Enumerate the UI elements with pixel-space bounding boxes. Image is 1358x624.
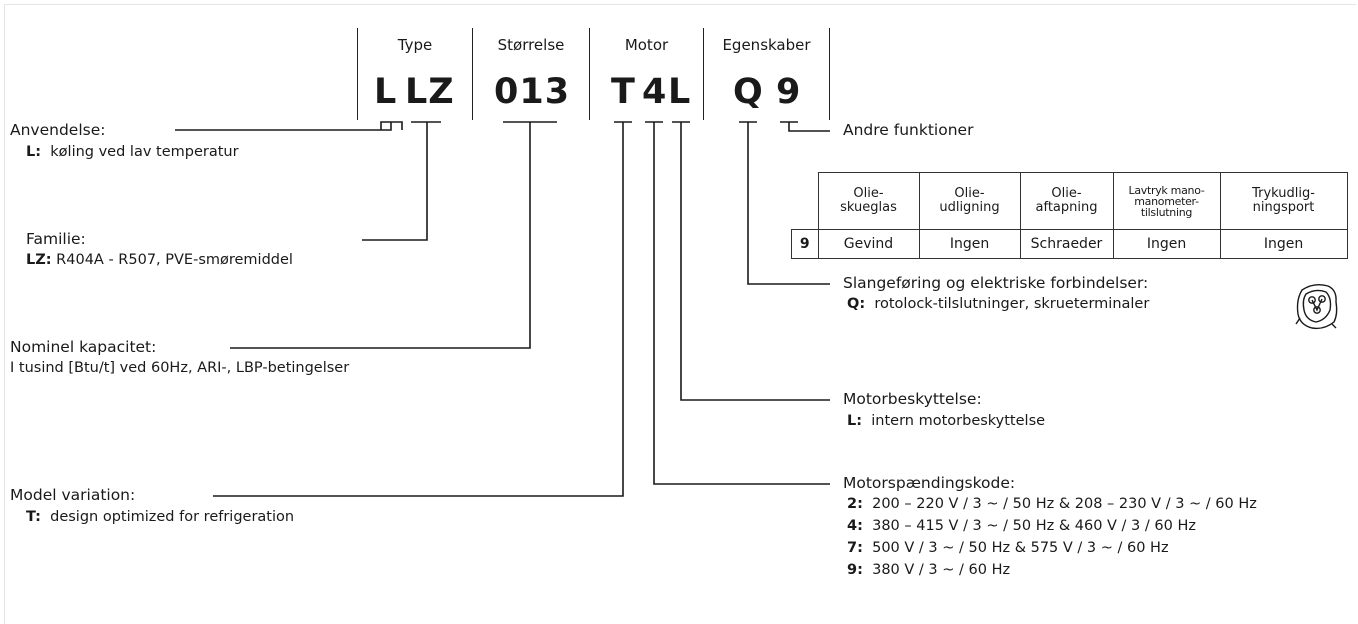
header-divider bbox=[589, 28, 590, 120]
protection-text: intern motorbeskyttelse bbox=[871, 413, 1046, 429]
code-letter: LZ bbox=[405, 72, 455, 112]
code-letter: L bbox=[668, 72, 692, 112]
voltage-key: 2: bbox=[847, 496, 863, 512]
options-header-line: Olie- bbox=[954, 186, 985, 201]
variation-key: T: bbox=[26, 509, 41, 525]
options-header-line: skueglas bbox=[840, 200, 897, 215]
header-features: Egenskaber bbox=[722, 36, 811, 54]
family-title: Familie: bbox=[26, 230, 86, 248]
header-divider bbox=[472, 28, 473, 120]
header-type: Type bbox=[397, 36, 433, 54]
application-desc: L: køling ved lav temperatur bbox=[26, 144, 239, 160]
tubing-desc: Q: rotolock-tilslutninger, skrueterminal… bbox=[847, 296, 1149, 312]
protection-title: Motorbeskyttelse: bbox=[843, 390, 982, 408]
protection-desc: L: intern motorbeskyttelse bbox=[847, 413, 1045, 429]
options-header-line: Lavtryk mano- bbox=[1128, 183, 1205, 197]
voltage-title: Motorspændingskode: bbox=[843, 474, 1016, 492]
code-letter: 013 bbox=[494, 72, 571, 112]
options-header-line: manometer- bbox=[1134, 194, 1199, 208]
options-cell: Ingen bbox=[1112, 229, 1221, 259]
options-header-line: ningsport bbox=[1252, 200, 1315, 215]
capacity-title: Nominel kapacitet: bbox=[10, 338, 157, 356]
options-header-line: Olie- bbox=[1051, 186, 1082, 201]
options-header: Olie- udligning bbox=[918, 172, 1021, 230]
other-features-title: Andre funktioner bbox=[843, 121, 974, 139]
voltage-text: 200 – 220 V / 3 ~ / 50 Hz & 208 – 230 V … bbox=[872, 496, 1257, 512]
voltage-item: 9: 380 V / 3 ~ / 60 Hz bbox=[847, 562, 1010, 578]
voltage-item: 7: 500 V / 3 ~ / 50 Hz & 575 V / 3 ~ / 6… bbox=[847, 540, 1169, 556]
options-header: Olie- aftapning bbox=[1019, 172, 1114, 230]
header-motor: Motor bbox=[624, 36, 669, 54]
code-letter: 4 bbox=[642, 72, 668, 112]
options-header-line: aftapning bbox=[1035, 200, 1098, 215]
capacity-text: I tusind [Btu/t] ved 60Hz, ARI-, LBP-bet… bbox=[10, 360, 350, 376]
options-cell: Schraeder bbox=[1019, 229, 1114, 259]
code-letter: 9 bbox=[776, 72, 802, 112]
voltage-key: 7: bbox=[847, 540, 863, 556]
voltage-key: 9: bbox=[847, 562, 863, 578]
application-text: køling ved lav temperatur bbox=[50, 144, 239, 160]
options-header-line: Olie- bbox=[853, 186, 884, 201]
variation-text: design optimized for refrigeration bbox=[50, 509, 295, 525]
voltage-text: 380 – 415 V / 3 ~ / 50 Hz & 460 V / 3 / … bbox=[872, 518, 1196, 534]
options-cell: Gevind bbox=[817, 229, 920, 259]
options-cell: Ingen bbox=[918, 229, 1021, 259]
options-header-line: udligning bbox=[939, 200, 1000, 215]
code-letter: L bbox=[374, 72, 398, 112]
variation-desc: T: design optimized for refrigeration bbox=[26, 509, 294, 525]
header-divider bbox=[829, 28, 830, 120]
options-cell: Ingen bbox=[1219, 229, 1348, 259]
options-table: Olie- skueglas Olie- udligning Olie- aft… bbox=[791, 172, 1348, 259]
options-header: Lavtryk mano- manometer- tilslutning bbox=[1112, 172, 1221, 230]
tubing-text: rotolock-tilslutninger, skrueterminaler bbox=[874, 296, 1150, 312]
tubing-title: Slangeføring og elektriske forbindelser: bbox=[843, 274, 1149, 292]
voltage-item: 4: 380 – 415 V / 3 ~ / 50 Hz & 460 V / 3… bbox=[847, 518, 1196, 534]
protection-key: L: bbox=[847, 413, 863, 429]
application-title: Anvendelse: bbox=[10, 121, 106, 139]
options-row-key: 9 bbox=[791, 229, 819, 259]
header-divider bbox=[703, 28, 704, 120]
voltage-text: 500 V / 3 ~ / 50 Hz & 575 V / 3 ~ / 60 H… bbox=[872, 540, 1169, 556]
terminal-box-icon bbox=[1295, 283, 1338, 330]
header-divider bbox=[357, 28, 358, 120]
options-header-line: Trykudlig- bbox=[1252, 186, 1315, 201]
code-letter: T bbox=[611, 72, 636, 112]
voltage-key: 4: bbox=[847, 518, 863, 534]
variation-title: Model variation: bbox=[10, 486, 136, 504]
options-header-line: tilslutning bbox=[1140, 205, 1193, 219]
family-desc: LZ: R404A - R507, PVE-smøremiddel bbox=[26, 252, 293, 268]
family-key: LZ: bbox=[26, 252, 52, 268]
page-frame bbox=[4, 4, 1356, 624]
options-header: Trykudlig- ningsport bbox=[1219, 172, 1348, 230]
voltage-text: 380 V / 3 ~ / 60 Hz bbox=[872, 562, 1011, 578]
code-letter: Q bbox=[733, 72, 764, 112]
header-size: Størrelse bbox=[497, 36, 565, 54]
tubing-key: Q: bbox=[847, 296, 866, 312]
voltage-item: 2: 200 – 220 V / 3 ~ / 50 Hz & 208 – 230… bbox=[847, 496, 1257, 512]
options-table-corner bbox=[791, 172, 819, 230]
family-text: R404A - R507, PVE-smøremiddel bbox=[56, 252, 293, 268]
options-header: Olie- skueglas bbox=[817, 172, 920, 230]
application-key: L: bbox=[26, 144, 42, 160]
